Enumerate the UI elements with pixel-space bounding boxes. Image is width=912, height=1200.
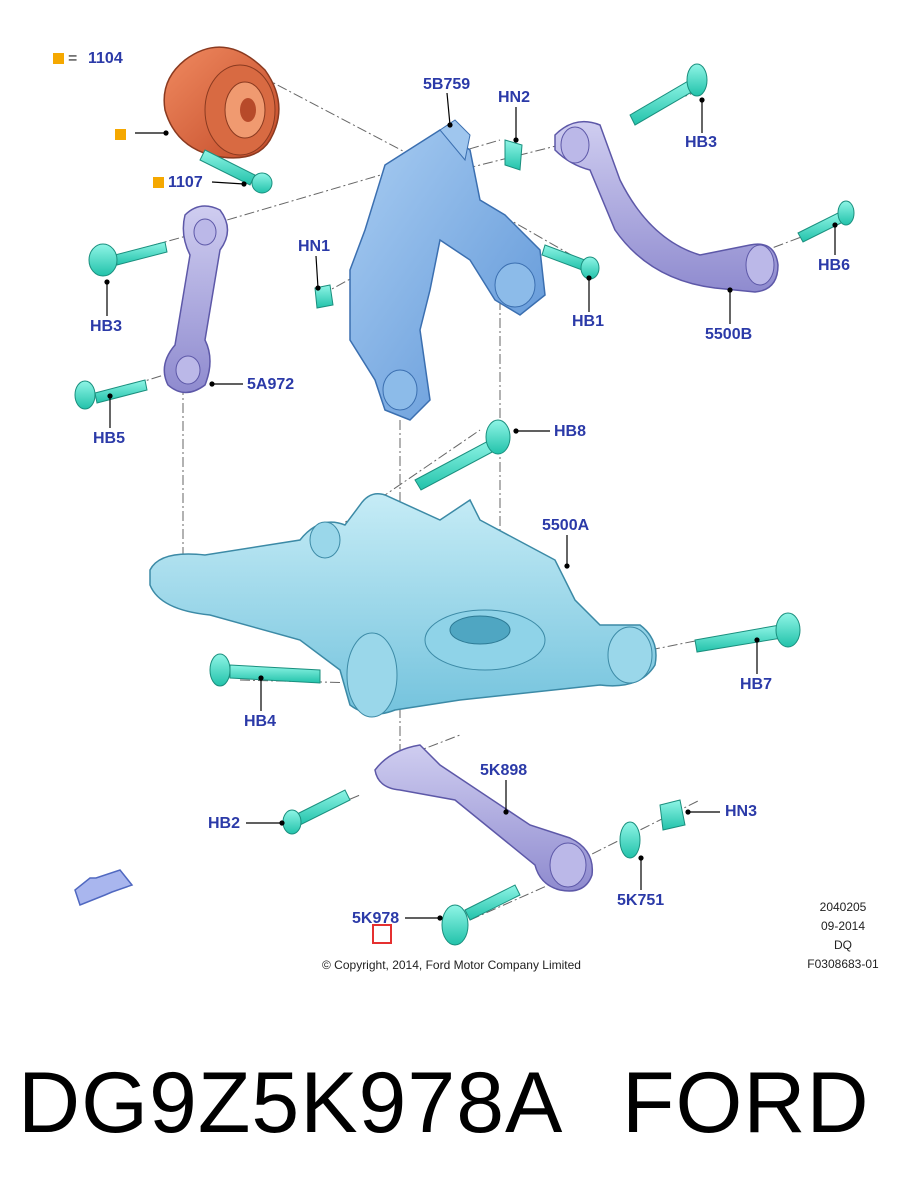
label-5K898: 5K898 <box>480 762 528 779</box>
label-1107: 1107 <box>168 174 203 191</box>
bolt-hb3-top <box>629 63 708 126</box>
bolt-hb4 <box>209 653 321 687</box>
lower-control-arm-5500A <box>149 493 657 718</box>
label-HB5: HB5 <box>93 430 126 447</box>
label-5K751: 5K751 <box>617 892 665 909</box>
label-HN2: HN2 <box>498 89 531 106</box>
knuckle-5B759 <box>349 119 546 421</box>
bolt-hb3-left <box>88 241 168 277</box>
label-HB1: HB1 <box>572 313 605 330</box>
copyright-text: © Copyright, 2014, Ford Motor Company Li… <box>322 958 581 972</box>
label-HN1: HN1 <box>298 238 331 255</box>
bolt-1107 <box>199 149 273 194</box>
brand-name: FORD <box>622 1055 870 1151</box>
nut-hn1 <box>314 284 334 309</box>
label-5A972: 5A972 <box>247 376 295 393</box>
bolts <box>74 63 855 946</box>
label-HB3-left: HB3 <box>90 318 123 335</box>
orange-marker-square <box>115 129 126 140</box>
bolt-hb1 <box>541 244 600 280</box>
label-HB4: HB4 <box>244 713 277 730</box>
meta-date: 09-2014 <box>820 919 866 933</box>
lower-link-5K898 <box>374 744 594 892</box>
nut-hn2 <box>504 139 523 171</box>
label-HB8: HB8 <box>554 423 587 440</box>
label-HB7: HB7 <box>740 676 773 693</box>
label-HB3-top: HB3 <box>685 134 718 151</box>
meta-figure: F0308683-01 <box>807 957 879 971</box>
orange-marker-square <box>153 177 164 188</box>
suspension-diagram <box>74 46 855 946</box>
upper-arm-5500B <box>554 120 779 293</box>
meta-dq: DQ <box>834 938 852 952</box>
label-5K978: 5K978 <box>352 910 400 927</box>
washer-5K751 <box>619 821 641 859</box>
wheel-hub-bearing-1104 <box>163 46 280 159</box>
bolt-hb2 <box>282 789 351 835</box>
direction-arrow-icon <box>74 869 134 906</box>
label-HB6: HB6 <box>818 257 851 274</box>
meta-code: 2040205 <box>819 900 867 914</box>
label-5500A: 5500A <box>542 517 590 534</box>
label-1104: 1104 <box>88 50 123 67</box>
label-HN3: HN3 <box>725 803 758 820</box>
highlight-box <box>372 924 392 944</box>
bolt-hb6 <box>797 200 855 243</box>
label-HB2: HB2 <box>208 815 241 832</box>
bolt-5K978 <box>441 884 521 946</box>
orange-marker-square <box>53 53 64 64</box>
part-number: DG9Z5K978A <box>18 1055 564 1151</box>
leader-lines <box>104 92 838 921</box>
bolt-hb8 <box>414 419 511 491</box>
bolt-hb7 <box>694 612 801 653</box>
nut-hn3 <box>659 799 686 831</box>
toe-link-5A972 <box>163 205 229 394</box>
label-equals: = <box>68 50 78 67</box>
label-5B759: 5B759 <box>423 76 471 93</box>
label-5500B: 5500B <box>705 326 753 343</box>
